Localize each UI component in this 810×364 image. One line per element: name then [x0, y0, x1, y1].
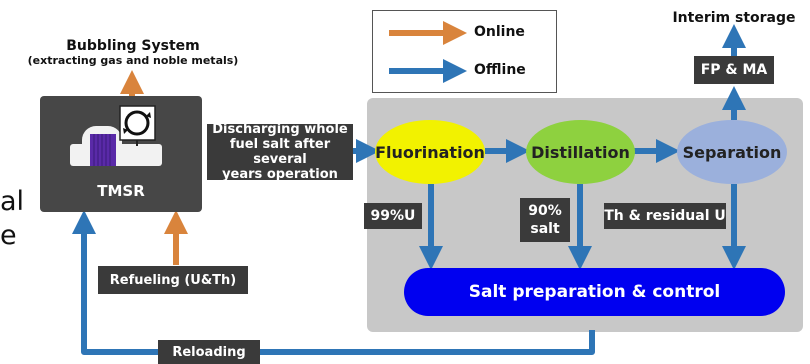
- salt90-line-1: 90%: [528, 203, 562, 219]
- separation-step: Separation: [677, 120, 787, 184]
- refueling-tag: Refueling (U&Th): [98, 266, 248, 294]
- bubbling-subtitle: (extracting gas and noble metals): [27, 54, 239, 67]
- bubbling-system-caption: Bubbling System (extracting gas and nobl…: [6, 38, 260, 67]
- cut-off-line-2: e: [0, 220, 17, 251]
- reloading-tag: Reloading: [158, 340, 260, 364]
- discharge-line-1: Discharging whole: [212, 122, 348, 137]
- discharge-tag: Discharging whole fuel salt after severa…: [207, 122, 353, 182]
- legend-offline-label: Offline: [474, 62, 526, 78]
- salt90-line-2: salt: [530, 221, 560, 237]
- cut-off-line-1: al: [0, 186, 25, 217]
- arrow-reloading: [72, 210, 595, 355]
- tmsr-block: TMSR: [40, 96, 202, 212]
- u99-tag: 99%U: [364, 203, 422, 229]
- legend-box: [372, 10, 557, 93]
- discharge-line-2: fuel salt after several: [229, 137, 331, 167]
- fluorination-step: Fluorination: [375, 120, 485, 184]
- legend-online-label: Online: [474, 24, 525, 40]
- salt90-tag: 90% salt: [520, 198, 570, 242]
- reactor-icon: [70, 105, 162, 166]
- distillation-step: Distillation: [526, 120, 635, 184]
- salt-preparation-bar: Salt preparation & control: [404, 268, 785, 316]
- interim-storage-label: Interim storage: [672, 10, 796, 26]
- cut-off-text: al e: [0, 185, 24, 253]
- th-residual-tag: Th & residual U: [604, 203, 726, 229]
- discharge-line-3: years operation: [222, 167, 338, 182]
- bubbling-title: Bubbling System: [66, 38, 200, 54]
- salt-preparation-label: Salt preparation & control: [468, 282, 721, 302]
- fp-ma-tag: FP & MA: [694, 56, 774, 84]
- tmsr-label: TMSR: [97, 182, 145, 200]
